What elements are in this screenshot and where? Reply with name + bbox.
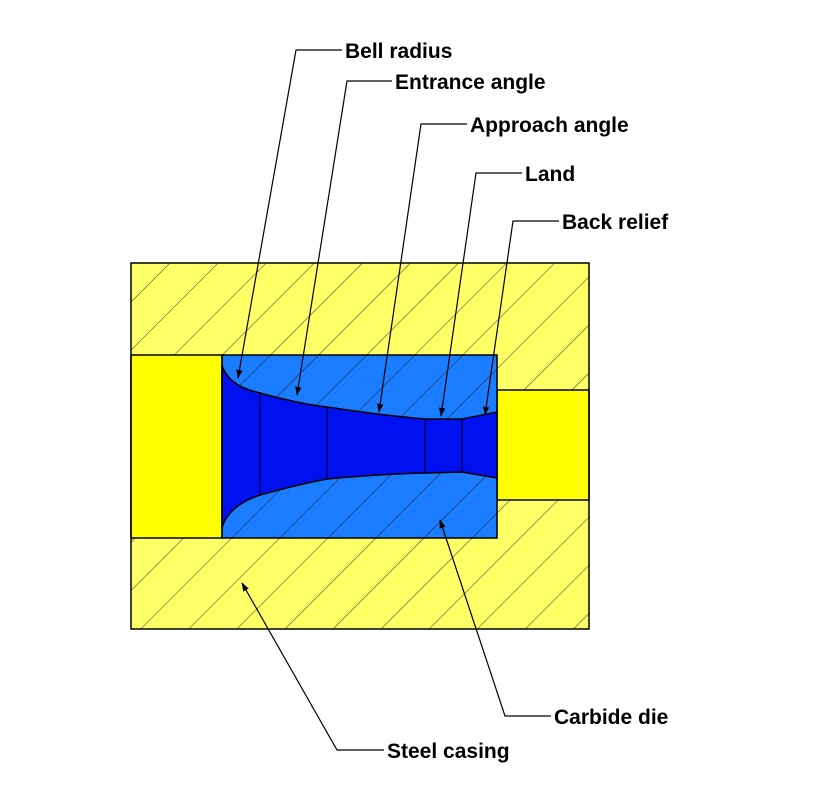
casing-outline — [130, 262, 590, 630]
back-relief-label: Back relief — [562, 211, 669, 234]
steel-casing-leader — [241, 582, 384, 751]
entrance-angle-leader — [295, 80, 392, 396]
casing-right-bore — [496, 389, 590, 501]
approach-angle-label: Approach angle — [470, 114, 629, 137]
land-leader — [439, 172, 522, 417]
bell-radius-label: Bell radius — [345, 40, 452, 63]
back-relief-leader — [483, 220, 559, 416]
carbide-die-leader — [439, 519, 551, 717]
carbide-die-label: Carbide die — [554, 706, 668, 729]
die-zone-dividers — [259, 393, 463, 495]
casing-left-bore — [130, 354, 223, 539]
land-label: Land — [525, 163, 575, 186]
entrance-angle-label: Entrance angle — [395, 71, 546, 94]
steel-casing-label: Steel casing — [387, 740, 510, 763]
bell-radius-leader — [236, 49, 342, 379]
approach-angle-leader — [377, 123, 467, 413]
